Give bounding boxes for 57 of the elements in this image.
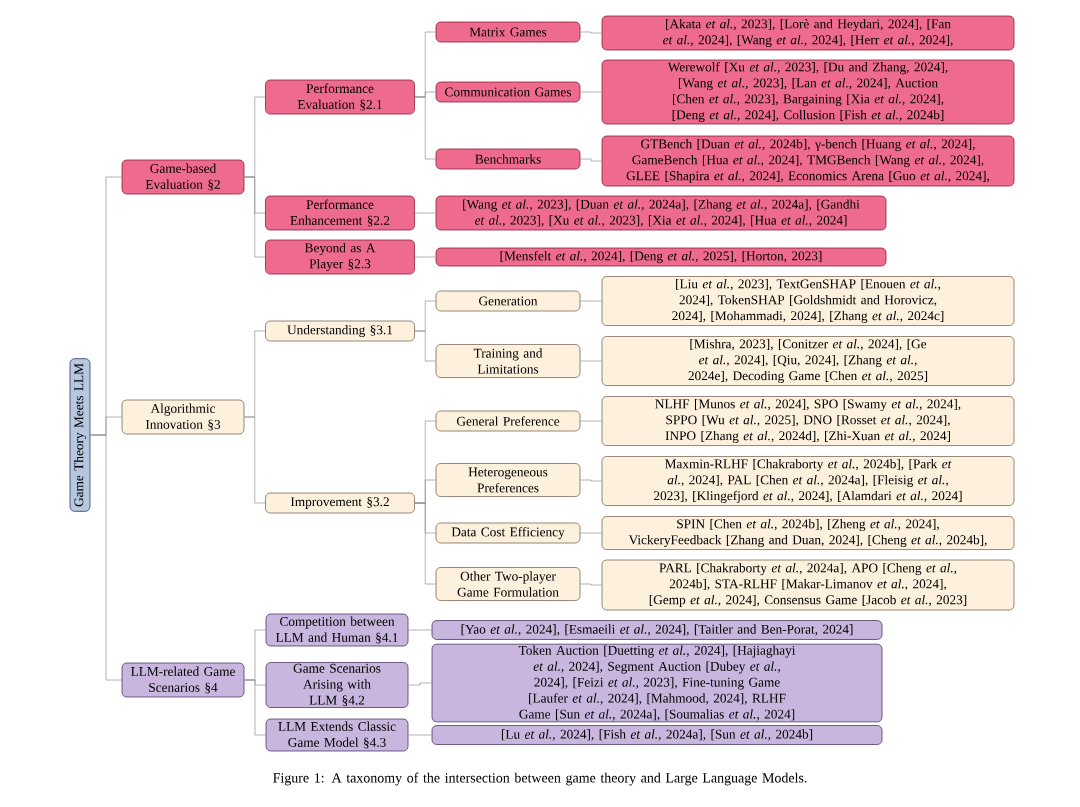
- reference-box: Token Auction [Duetting et al., 2024], [Hajiaghayi et al., 2024], Segment Auction [Dubey et al., 2024], [Feizi et al., 2023], Fine-tuning Game [Laufer et al., 2024], [Mahmood, 2024], RLHF Game [Sun et al., 2024a], [Soumalias et al., 2024]: [431, 643, 883, 723]
- category-box: General Preference: [435, 410, 581, 432]
- connector-line: [414, 330, 436, 362]
- connector-line: [244, 679, 266, 736]
- connector-line: [414, 256, 436, 258]
- reference-box: Werewolf [Xu et al., 2023], [Du and Zhang, 2024], [Wang et al., 2023], [Lan et al., 2024], Auction [Chen et al., 2023], Bargaining [Xia et al., 2024], [Deng et al., 2024], Collusion [Fish et al., 2024b]: [601, 59, 1015, 125]
- reference-box: [Yao et al., 2024], [Esmaeili et al., 2024], [Taitler and Ben-Porat, 2024]: [431, 620, 883, 640]
- category-box: Generation: [435, 290, 581, 312]
- reference-box: [Lu et al., 2024], [Fish et al., 2024a], [Sun et al., 2024b]: [431, 725, 883, 745]
- connector-line: [580, 158, 602, 162]
- category-box: Performance Evaluation §2.1: [265, 79, 415, 115]
- connector-line: [408, 682, 432, 686]
- category-box: Improvement §3.2: [265, 492, 415, 514]
- category-box: Heterogeneous Preferences: [435, 463, 581, 497]
- connector-line: [414, 212, 436, 214]
- reference-box: NLHF [Munos et al., 2024], SPO [Swamy et al., 2024], SPPO [Wu et al., 2025], DNO [Rosset et al., 2024], INPO [Zhang et al., 2024d], [Zhi-Xuan et al., 2024]: [601, 396, 1015, 446]
- category-box: Understanding §3.1: [265, 320, 415, 342]
- category-box: Benchmarks: [435, 148, 581, 170]
- reference-box: SPIN [Chen et al., 2024b], [Zheng et al., 2024], VickeryFeedback [Zhang and Duan, 2024], [Cheng et al., 2024b],: [601, 516, 1015, 550]
- connector-line: [580, 91, 602, 93]
- connector-line: [580, 360, 602, 362]
- category-box: Game Scenarios Arising with LLM §4.2: [265, 662, 409, 708]
- connector-line: [414, 96, 436, 160]
- category-box: Other Two-player Game Formulation: [435, 567, 581, 601]
- category-box: Performance Enhancement §2.2: [265, 195, 415, 231]
- caption: Figure 1: A taxonomy of the intersection between game theory and Large Language Models.: [273, 772, 807, 786]
- reference-box: Maxmin-RLHF [Chakraborty et al., 2024b], [Park et al., 2024], PAL [Chen et al., 2024a], [Fleisig et al., 2023], [Klingefjord et al., 2024], [Alamdari et al., 2024]: [601, 456, 1015, 506]
- reference-box: [Mishra, 2023], [Conitzer et al., 2024], [Ge et al., 2024], [Qiu, 2024], [Zhang et al., 2024e], Decoding Game [Chen et al., 2025]: [601, 336, 1015, 386]
- reference-box: PARL [Chakraborty et al., 2024a], APO [Cheng et al., 2024b], STA-RLHF [Makar-Limanov et al., 2024], [Gemp et al., 2024], Consensus Game [Jacob et al., 2023]: [601, 559, 1015, 611]
- category-box: Beyond as A Player §2.3: [265, 239, 415, 275]
- reference-box: [Liu et al., 2023], TextGenSHAP [Enouen et al., 2024], TokenSHAP [Goldshmidt and Horovicz, 2024], [Mohammadi, 2024], [Zhang et al., 2024c]: [601, 276, 1015, 326]
- connector-line: [580, 420, 602, 422]
- connector-line: [414, 502, 436, 585]
- category-box: Algorithmic Innovation §3: [121, 399, 245, 435]
- reference-box: [Akata et al., 2023], [Lorè and Heydari, 2024], [Fan et al., 2024], [Wang et al., 2024], [Herr et al., 2024],: [601, 15, 1015, 51]
- category-box: Communication Games: [435, 81, 581, 103]
- reference-box: GTBench [Duan et al., 2024b], γ-bench [Huang et al., 2024], GameBench [Hua et al., 2024], TMGBench [Wang et al., 2024], GLEE [Shapira et al., 2024], Economics Arena [Guo et al., 2024],: [601, 135, 1015, 187]
- connector-line: [408, 734, 432, 736]
- connector-line: [244, 416, 266, 504]
- root-box: Game Theory Meets LLM: [69, 358, 91, 512]
- connector-line: [580, 532, 602, 534]
- category-box: LLM-related Game Scenarios §4: [121, 662, 245, 698]
- connector-line: [408, 629, 432, 631]
- category-box: Training and Limitations: [435, 344, 581, 378]
- reference-box: [Mensfelt et al., 2024], [Deng et al., 2025], [Horton, 2023]: [435, 247, 887, 267]
- category-box: Matrix Games: [435, 21, 581, 43]
- connector-line: [580, 583, 602, 586]
- connector-line: [244, 176, 266, 258]
- connector-line: [90, 434, 122, 681]
- connector-line: [580, 31, 602, 34]
- connector-line: [580, 479, 602, 482]
- category-box: Game-based Evaluation §2: [121, 159, 245, 195]
- connector-line: [580, 300, 602, 302]
- category-box: LLM Extends Classic Game Model §4.3: [265, 718, 409, 752]
- category-box: Data Cost Efficiency: [435, 522, 581, 544]
- category-box: Competition between LLM and Human §4.1: [265, 613, 409, 647]
- reference-box: [Wang et al., 2023], [Duan et al., 2024a], [Zhang et al., 2024a], [Gandhi et al., 2023], [Xu et al., 2023], [Xia et al., 2024], [Hua et al., 2024]: [435, 195, 887, 231]
